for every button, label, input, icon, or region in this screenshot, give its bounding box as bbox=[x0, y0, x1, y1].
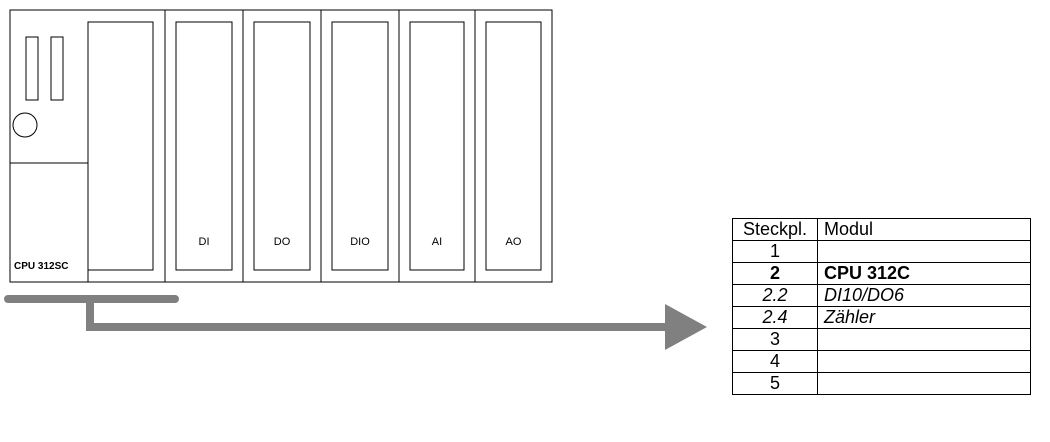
module-ai bbox=[398, 9, 476, 283]
module-cell: CPU 312C bbox=[817, 262, 1031, 285]
module-cell: Zähler bbox=[817, 306, 1031, 329]
header-module: Modul bbox=[817, 218, 1031, 241]
module-cell bbox=[817, 350, 1031, 373]
module-label-ai: AI bbox=[431, 236, 443, 248]
slot-cell: 2.2 bbox=[732, 284, 818, 307]
module-cell: DI10/DO6 bbox=[817, 284, 1031, 307]
module-label-do: DO bbox=[273, 236, 291, 248]
module-ao bbox=[474, 9, 553, 283]
header-slot: Steckpl. bbox=[732, 218, 818, 241]
module-cell bbox=[817, 372, 1031, 395]
slot-cell: 4 bbox=[732, 350, 818, 373]
table-row: 1 bbox=[732, 240, 1031, 263]
module-label-ao: AO bbox=[505, 236, 522, 248]
module-di bbox=[164, 9, 244, 283]
slot-cell: 2.4 bbox=[732, 306, 818, 329]
slot-table: Steckpl. Modul 1 2 CPU 312C 2.2 DI10/DO6… bbox=[732, 218, 1031, 395]
cpu-module bbox=[9, 9, 166, 283]
module-do bbox=[242, 9, 322, 283]
module-dio bbox=[320, 9, 400, 283]
module-cell bbox=[817, 328, 1031, 351]
arrow-head bbox=[665, 304, 707, 350]
module-cell bbox=[817, 240, 1031, 263]
cpu-label: CPU 312SC bbox=[14, 261, 69, 272]
table-row: 2.2 DI10/DO6 bbox=[732, 284, 1031, 307]
table-header-row: Steckpl. Modul bbox=[732, 218, 1031, 241]
table-row: 2.4 Zähler bbox=[732, 306, 1031, 329]
cpu-slot-left bbox=[25, 36, 39, 101]
table-row: 2 CPU 312C bbox=[732, 262, 1031, 285]
module-label-dio: DIO bbox=[350, 236, 370, 248]
slot-cell: 3 bbox=[732, 328, 818, 351]
slot-cell: 2 bbox=[732, 262, 818, 285]
arrow-shaft bbox=[86, 300, 665, 331]
cpu-front-flap bbox=[87, 21, 154, 271]
flow-arrow bbox=[4, 295, 707, 350]
module-label-di: DI bbox=[198, 236, 210, 248]
table-row: 5 bbox=[732, 372, 1031, 395]
cpu-led-circle bbox=[12, 112, 38, 138]
table-row: 4 bbox=[732, 350, 1031, 373]
slot-cell: 1 bbox=[732, 240, 818, 263]
slot-cell: 5 bbox=[732, 372, 818, 395]
table-row: 3 bbox=[732, 328, 1031, 351]
cpu-slot-right bbox=[50, 36, 64, 101]
